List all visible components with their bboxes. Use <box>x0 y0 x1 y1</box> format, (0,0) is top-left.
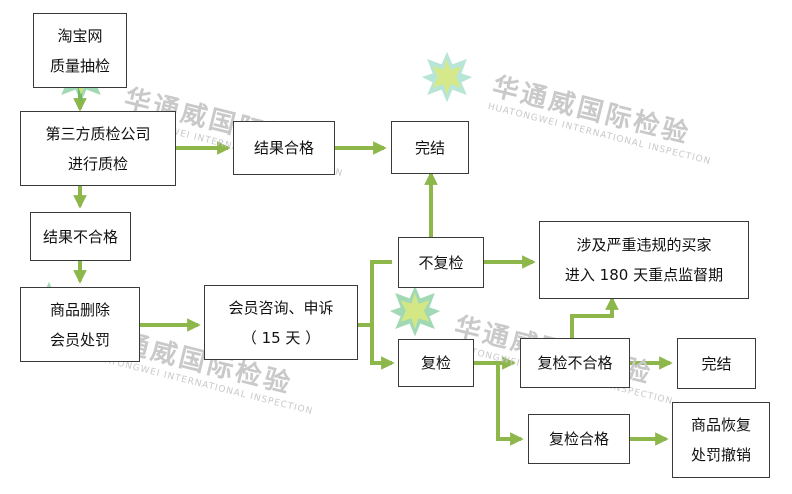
third-party-line1: 第三方质检公司 <box>45 124 151 143</box>
fail-result-box: 结果不合格 <box>30 212 131 261</box>
done-bottom-box: 完结 <box>677 338 756 389</box>
delete-punish-box: 商品删除 会员处罚 <box>20 287 140 362</box>
no-recheck-box: 不复检 <box>398 237 484 288</box>
arrow-appeal-branch <box>358 260 392 363</box>
recheck-label: 复检 <box>420 354 451 372</box>
arrow-fail-to-violation <box>570 296 619 338</box>
violation-line2: 进入 180 天重点监督期 <box>564 266 724 284</box>
recheck-pass-label: 复检合格 <box>548 430 609 448</box>
done-top-box: 完结 <box>391 121 469 174</box>
third-party-box: 第三方质检公司 进行质检 <box>20 111 176 186</box>
done-bottom-label: 完结 <box>701 354 732 373</box>
violation-line1: 涉及严重违规的买家 <box>576 236 712 254</box>
pass-result-box: 结果合格 <box>233 121 335 175</box>
taobao-check-line1: 淘宝网 <box>57 26 103 45</box>
delete-punish-line1: 商品删除 <box>49 300 110 319</box>
star-logo-icon <box>389 285 441 337</box>
taobao-check-line2: 质量抽检 <box>49 56 110 75</box>
pass-result-label: 结果合格 <box>253 139 314 157</box>
done-top-label: 完结 <box>414 138 445 157</box>
fail-result-label: 结果不合格 <box>42 227 118 246</box>
restore-line2: 处罚撤销 <box>690 446 751 464</box>
star-logo-icon <box>421 51 473 103</box>
restore-box: 商品恢复 处罚撤销 <box>672 402 770 478</box>
recheck-fail-label: 复检不合格 <box>537 354 613 372</box>
appeal-line1: 会员咨询、申诉 <box>228 298 334 317</box>
taobao-check-box: 淘宝网 质量抽检 <box>33 13 127 88</box>
recheck-pass-box: 复检合格 <box>528 414 630 464</box>
delete-punish-line2: 会员处罚 <box>49 330 110 349</box>
arrow-recheck-to-pass <box>474 361 524 446</box>
third-party-line2: 进行质检 <box>67 154 128 173</box>
restore-line1: 商品恢复 <box>690 416 751 434</box>
appeal-line2: （ 15 天 ） <box>241 328 321 347</box>
no-recheck-label: 不复检 <box>418 253 464 272</box>
violation-box: 涉及严重违规的买家 进入 180 天重点监督期 <box>539 221 749 299</box>
recheck-fail-box: 复检不合格 <box>520 338 630 388</box>
recheck-box: 复检 <box>398 339 474 387</box>
appeal-box: 会员咨询、申诉 （ 15 天 ） <box>204 285 358 360</box>
